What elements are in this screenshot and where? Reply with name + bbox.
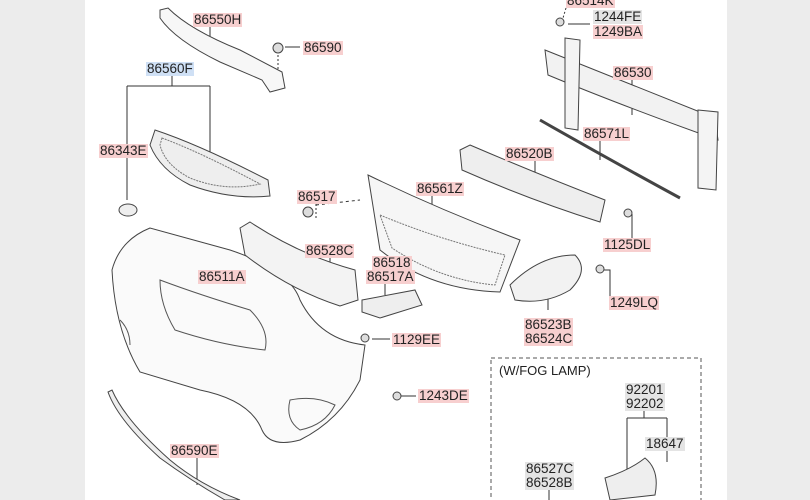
upper-bracket-part bbox=[159, 7, 286, 93]
emblem-part bbox=[118, 203, 138, 217]
part-label[interactable]: 86518 bbox=[372, 255, 412, 270]
part-label[interactable]: 86590 bbox=[303, 40, 343, 55]
fog-cover-part bbox=[509, 254, 582, 302]
stay-part bbox=[539, 118, 681, 200]
left-margin bbox=[0, 0, 85, 500]
part-label[interactable]: 1244FE bbox=[593, 9, 643, 24]
part-label[interactable]: 86511A bbox=[198, 269, 246, 284]
side-bracket-part bbox=[361, 289, 423, 319]
center-bracket-part bbox=[239, 221, 359, 307]
part-label[interactable]: 86343E bbox=[99, 143, 148, 158]
part-label[interactable]: 86528C bbox=[305, 243, 355, 258]
part-label[interactable]: 1243DE bbox=[418, 388, 469, 403]
bumper-beam-part bbox=[544, 49, 719, 141]
part-label[interactable]: 1249LQ bbox=[609, 295, 660, 310]
fog-lamp-heading: (W/FOG LAMP) bbox=[499, 363, 591, 378]
part-label[interactable]: 86517A bbox=[366, 269, 415, 284]
part-label[interactable]: 86530 bbox=[613, 65, 653, 80]
part-label[interactable]: 86517 bbox=[297, 189, 337, 204]
part-label[interactable]: 86571L bbox=[583, 126, 631, 141]
grille-part bbox=[149, 129, 271, 198]
part-label[interactable]: 86560F bbox=[146, 61, 194, 76]
part-label[interactable]: 92201 bbox=[625, 382, 665, 397]
part-label[interactable]: 86524C bbox=[524, 331, 574, 346]
part-label[interactable]: 86520B bbox=[505, 146, 554, 161]
part-label[interactable]: 1129EE bbox=[392, 332, 442, 347]
part-label[interactable]: 86561Z bbox=[416, 181, 464, 196]
bumper-cover-part bbox=[111, 227, 366, 443]
part-label[interactable]: 92202 bbox=[625, 396, 665, 411]
fog-lamp-box bbox=[490, 357, 702, 500]
part-label[interactable]: 86550H bbox=[193, 12, 243, 27]
part-label[interactable]: 1249BA bbox=[593, 24, 644, 39]
part-label[interactable]: 18647 bbox=[645, 436, 685, 451]
part-label[interactable]: 1125DL bbox=[603, 237, 652, 252]
part-label[interactable]: 86590E bbox=[170, 443, 219, 458]
part-label[interactable]: 86528B bbox=[525, 475, 574, 490]
lower-strip-part bbox=[107, 389, 241, 500]
part-label[interactable]: 86527C bbox=[525, 461, 575, 476]
right-margin bbox=[727, 0, 810, 500]
part-label[interactable]: 86514K bbox=[566, 0, 615, 8]
fog-lamp-part bbox=[604, 457, 657, 500]
part-label[interactable]: 86523B bbox=[524, 317, 573, 332]
